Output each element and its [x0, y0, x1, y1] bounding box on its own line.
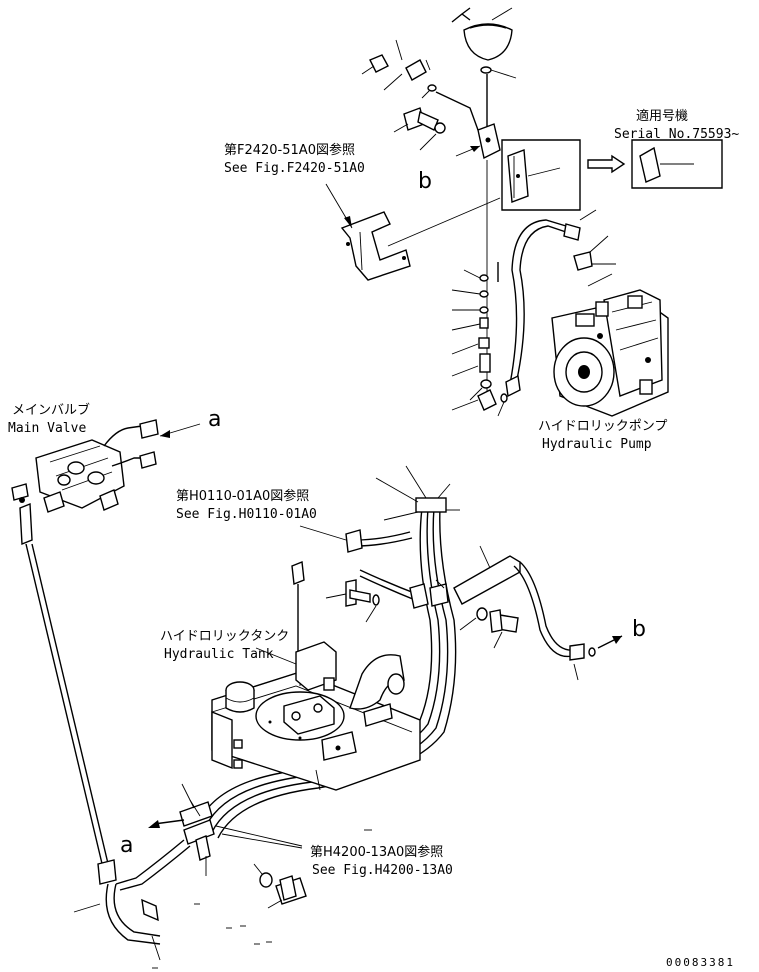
accumulator-group: [451, 7, 517, 130]
pump-hose: [497, 209, 616, 398]
ref-h4200-jp: 第H4200-13A0図参照: [310, 844, 443, 860]
hydraulic-tank-label-en: Hydraulic Tank: [164, 647, 274, 662]
pipe-bracket-right: [453, 545, 623, 681]
ref-f2420-jp: 第F2420-51A0図参照: [224, 142, 355, 158]
main-valve-label-en: Main Valve: [8, 421, 86, 436]
marker-a-top: a: [208, 407, 221, 432]
center-bolts: [325, 579, 380, 623]
marker-b-top: b: [418, 169, 432, 194]
drawing-number: 00083381: [666, 956, 735, 969]
hydraulic-pump-label-jp: ハイドロリックポンプ: [538, 419, 667, 434]
hydraulic-pump: [551, 273, 669, 417]
serial-label-en: Serial No.75593~: [614, 127, 739, 142]
hydraulic-pump-label-en: Hydraulic Pump: [542, 437, 652, 452]
leader-ticks: [152, 829, 372, 969]
ref-h0110-en: See Fig.H0110-01A0: [176, 507, 317, 522]
bracket-detail-box: [501, 139, 723, 211]
main-valve-label-jp: メインバルブ: [12, 402, 90, 418]
ref-h4200-en: See Fig.H4200-13A0: [312, 863, 453, 878]
valve-block-top: [455, 123, 501, 160]
main-valve: [11, 419, 201, 546]
lower-hose-fittings: [115, 769, 321, 922]
main-valve-tube: [25, 543, 161, 961]
bracket-assembly: [325, 183, 501, 281]
hydraulic-tank: [211, 641, 421, 791]
serial-label-jp: 適用号機: [636, 108, 688, 124]
marker-a-bottom: a: [120, 833, 133, 858]
seal-stack: [451, 160, 508, 417]
ref-f2420-en: See Fig.F2420-51A0: [224, 161, 365, 176]
hydraulic-tank-label-jp: ハイドロリックタンク: [160, 629, 289, 644]
marker-b-bottom: b: [632, 617, 646, 642]
elbow-fittings-top: [361, 39, 479, 151]
ref-h0110-jp: 第H0110-01A0図参照: [176, 488, 309, 504]
